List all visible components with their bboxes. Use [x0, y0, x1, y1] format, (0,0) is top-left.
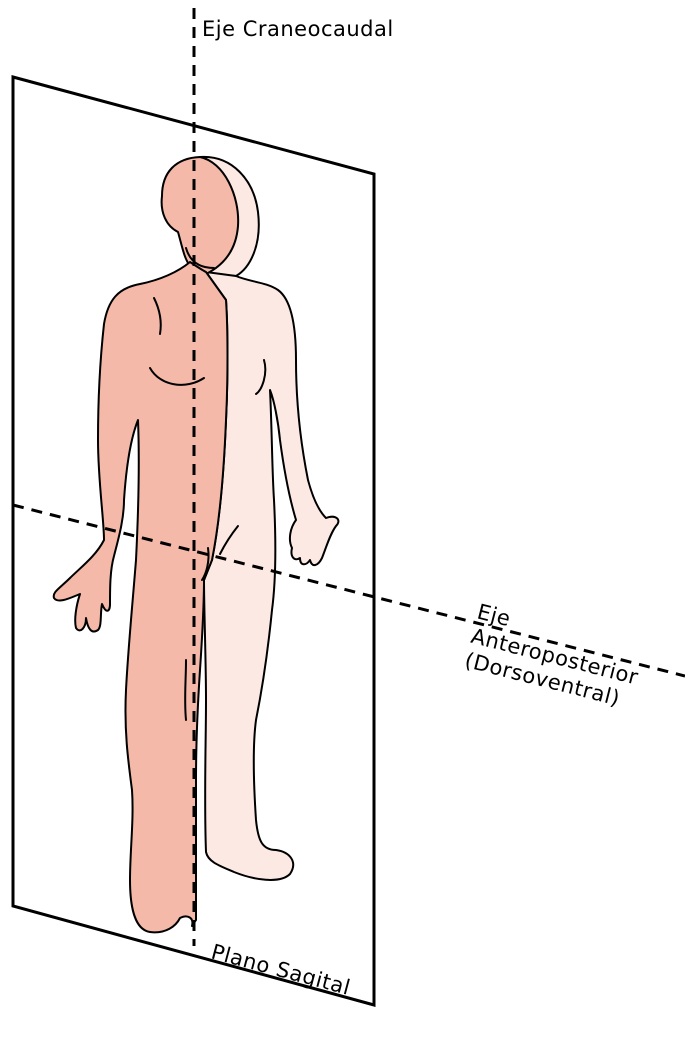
- antero-posterior-axis-label: Eje Anteroposterior (Dorsoventral): [462, 600, 647, 714]
- torso-front: [54, 262, 228, 932]
- antero-posterior-axis-line: [13, 505, 685, 676]
- near-thigh-line: [185, 660, 186, 720]
- cranio-caudal-axis-label: Eje Craneocaudal: [202, 17, 394, 41]
- sagittal-plane-label: Plano Sagital: [209, 940, 353, 1000]
- body-back-half: [200, 157, 338, 880]
